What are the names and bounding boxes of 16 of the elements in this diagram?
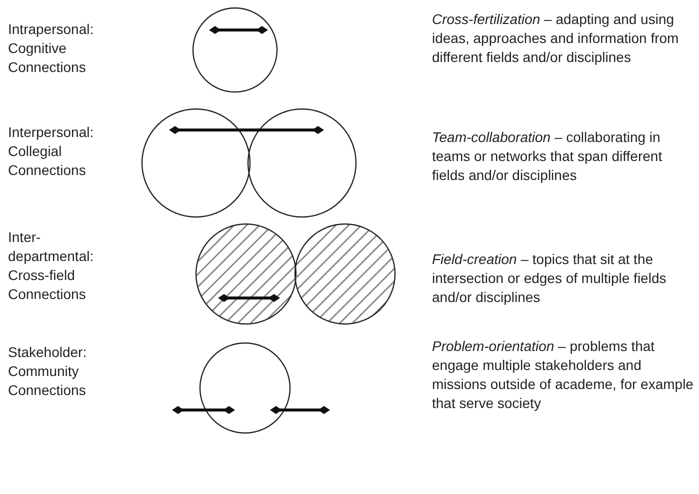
description-text: Cross-fertilization – adapting and using ideas, approaches and information from different fields and/or disciplines <box>432 10 680 67</box>
description-text: Team-collaboration – collaborating in teams or networks that span different fields and/or disciplines <box>432 128 664 185</box>
circle <box>141 108 251 218</box>
category-label: Stakeholder: Community Connections <box>8 343 88 400</box>
hatched-circle <box>294 223 396 325</box>
description-text: Field-creation – topics that sit at the intersection or edges of multiple fields and/or disciplines <box>432 250 668 307</box>
category-label: Inter-departmental: Cross-field Connections <box>8 228 95 304</box>
circle <box>247 108 357 218</box>
category-label: Intrapersonal: Cognitive Connections <box>8 20 95 77</box>
connection-line <box>169 126 324 134</box>
hatched-circle <box>195 223 297 325</box>
connection-line <box>218 294 280 302</box>
category-label: Interpersonal: Collegial Connections <box>8 123 95 180</box>
description-text: Problem-orientation – problems that engage multiple stakeholders and missions outside of academe, for example that serve society <box>432 337 694 413</box>
circle <box>199 342 291 434</box>
circle <box>192 7 278 93</box>
